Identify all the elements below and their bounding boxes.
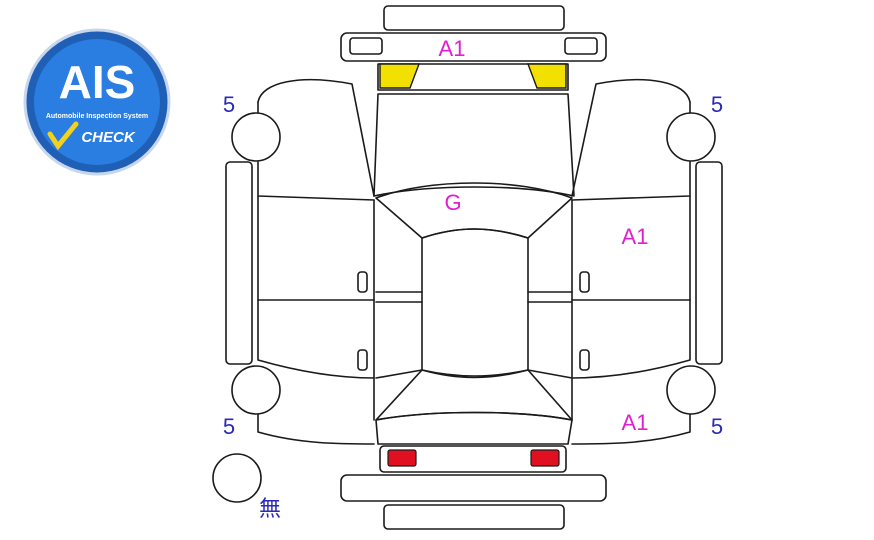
rear-panel xyxy=(379,445,567,473)
left-side-skirt xyxy=(225,161,253,365)
mark-tire-front-right: 5 xyxy=(711,92,723,117)
left-side xyxy=(225,78,375,445)
front-grille-plate xyxy=(383,5,565,31)
ais-check-logo: AIS Automobile Inspection System CHECK xyxy=(23,28,171,176)
right-side xyxy=(571,78,723,445)
mark-tire-rear-right: 5 xyxy=(711,414,723,439)
left-b-pillar xyxy=(375,291,423,303)
mark-tire-front-left: 5 xyxy=(223,92,235,117)
c-pillars xyxy=(375,369,573,379)
mark-right-rear: A1 xyxy=(622,410,649,435)
logo-title: AIS xyxy=(59,56,136,108)
front-bumper xyxy=(340,5,607,62)
cabin xyxy=(375,182,573,421)
tire-front-right xyxy=(666,112,716,162)
left-front-door xyxy=(257,195,375,301)
taillight-right xyxy=(530,449,560,467)
front-bumper-bar xyxy=(340,32,607,62)
tire-rear-left xyxy=(231,365,281,415)
right-rear-door xyxy=(571,299,691,379)
right-side-skirt xyxy=(695,161,723,365)
front-fog-lamp-right xyxy=(564,37,598,55)
logo-check-text: CHECK xyxy=(81,129,136,146)
rear-plate xyxy=(383,504,565,530)
right-b-pillar xyxy=(527,291,573,303)
rear-section xyxy=(340,445,607,530)
roof xyxy=(421,228,529,377)
left-front-door-handle xyxy=(357,271,368,293)
right-rear-quarter xyxy=(571,409,691,445)
left-front-fender-top xyxy=(257,78,375,197)
headlight-left xyxy=(379,63,421,89)
check-mark-icon xyxy=(47,121,79,151)
logo-subtitle: Automobile Inspection System xyxy=(46,113,148,120)
trunk-lid xyxy=(375,411,573,445)
tire-front-left xyxy=(231,112,281,162)
right-front-fender-bottom xyxy=(571,161,691,201)
mark-spare-tire: 無 xyxy=(259,496,281,521)
front-fog-lamp-left xyxy=(349,37,383,55)
right-rear-door-handle xyxy=(579,349,590,371)
front-nose xyxy=(377,63,569,91)
left-rear-door xyxy=(257,299,375,379)
mark-tire-rear-left: 5 xyxy=(223,414,235,439)
spare-tire xyxy=(212,453,262,503)
mark-windshield: G xyxy=(444,190,461,215)
right-front-fender-top xyxy=(571,78,691,197)
right-front-door-handle xyxy=(579,271,590,293)
hood xyxy=(373,93,575,197)
mark-front-bumper: A1 xyxy=(439,36,466,61)
left-rear-quarter xyxy=(257,409,375,445)
taillight-left xyxy=(387,449,417,467)
left-front-fender-bottom xyxy=(257,161,375,201)
rear-bumper-bar xyxy=(340,474,607,502)
left-rear-door-handle xyxy=(357,349,368,371)
mark-right-side: A1 xyxy=(622,224,649,249)
tire-rear-right xyxy=(666,365,716,415)
headlight-right xyxy=(526,63,567,89)
